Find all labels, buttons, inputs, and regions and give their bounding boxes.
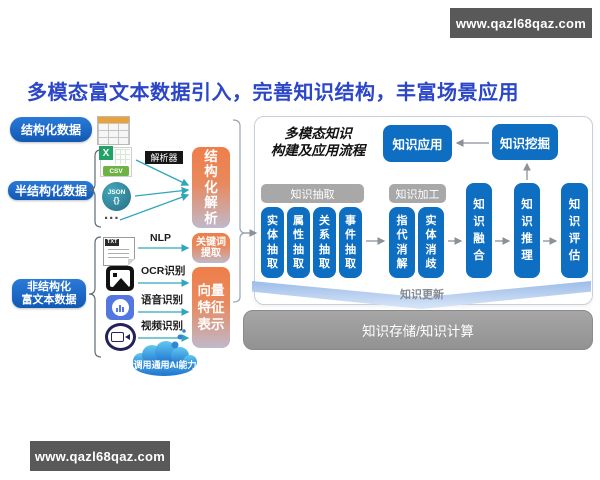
- extract-header: 知识抽取: [261, 184, 364, 203]
- pipeline-bracket: [232, 119, 247, 303]
- table-icon: [97, 116, 130, 145]
- txt-badge: TXT: [105, 239, 120, 246]
- knowledge-fusion-box: 知识融合: [466, 183, 492, 278]
- page-title: 多模态富文本数据引入，完善知识结构，丰富场景应用: [27, 82, 519, 104]
- knowledge-reasoning-box: 知识推理: [514, 183, 540, 278]
- ai-cloud-label: 调用通用AI能力: [133, 359, 197, 370]
- csv-badge: CSV: [103, 166, 129, 176]
- semi-structured-data-button: 半结构化数据: [8, 181, 94, 200]
- video-icon: [105, 323, 136, 351]
- excel-logo: X: [99, 146, 113, 160]
- txt-file-icon: TXT: [103, 237, 135, 266]
- table-icon-grid: [98, 123, 129, 144]
- audio-icon: [106, 295, 134, 320]
- relation-extract-box: 关系抽取: [313, 207, 336, 278]
- event-extract-box: 事件抽取: [339, 207, 362, 278]
- knowledge-storage-bar: 知识存储/知识计算: [243, 310, 593, 350]
- ellipsis: ...: [104, 206, 120, 223]
- vector-feature-box: 向量 特征 表示: [192, 267, 230, 348]
- csv-file-icon: X CSV: [99, 146, 132, 177]
- watermark-top: www.qazl68qaz.com: [450, 8, 592, 38]
- image-icon: [106, 266, 134, 291]
- knowledge-update-label: 知识更新: [400, 289, 444, 301]
- unstructured-data-button: 非结构化 富文本数据: [12, 279, 86, 308]
- entity-extract-box: 实体抽取: [261, 207, 284, 278]
- keyword-extract-box: 关键词 提取: [192, 233, 230, 263]
- disambiguation-box: 实体消歧: [418, 207, 444, 278]
- attribute-extract-box: 属性抽取: [287, 207, 310, 278]
- structural-parse-box: 结构化解析: [192, 147, 230, 228]
- parser-tag: 解析器: [145, 151, 183, 164]
- video-label: 视频识别: [141, 320, 183, 332]
- knowledge-apply-box: 知识应用: [383, 125, 452, 162]
- coreference-box: 指代消解: [389, 207, 415, 278]
- knowledge-evaluation-box: 知识评估: [561, 183, 588, 278]
- process-header: 知识加工: [389, 184, 446, 203]
- speech-label: 语音识别: [141, 294, 183, 306]
- knowledge-mining-box: 知识挖掘: [492, 124, 558, 160]
- unstructured-bracket: [88, 236, 102, 358]
- watermark-bottom: www.qazl68qaz.com: [30, 441, 170, 471]
- table-icon-header: [98, 117, 129, 123]
- flow-title: 多模态知识 构建及应用流程: [270, 126, 366, 158]
- nlp-label: NLP: [150, 232, 171, 244]
- structured-data-button: 结构化数据: [10, 117, 92, 142]
- ocr-label: OCR识别: [141, 265, 186, 277]
